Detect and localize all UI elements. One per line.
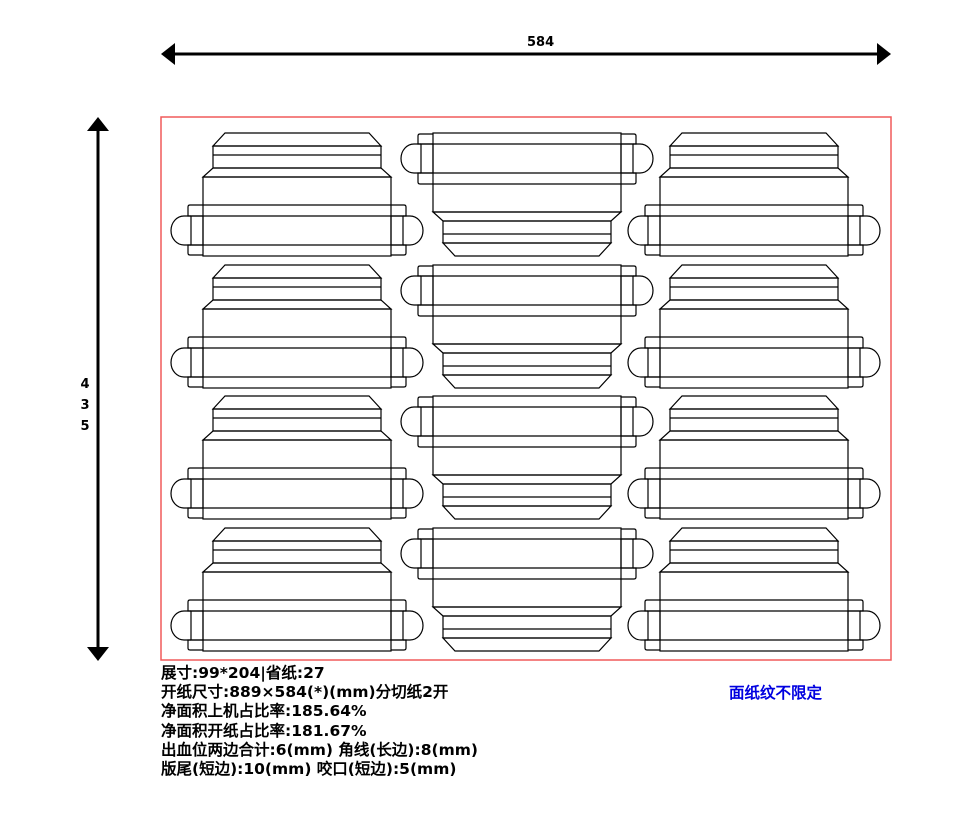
info-line-tail: 版尾(短边):10(mm) 咬口(短边):5(mm) xyxy=(161,760,457,779)
box-die-line xyxy=(170,264,424,389)
height-dimension-arrow xyxy=(87,117,109,661)
box-die-line xyxy=(627,264,881,389)
box-die-line xyxy=(400,527,654,652)
box-die-line xyxy=(170,132,424,257)
sheet-border xyxy=(160,116,892,661)
info-line-press-ratio: 净面积上机占比率:185.64% xyxy=(161,702,367,721)
width-label: 584 xyxy=(527,35,555,50)
width-dimension-arrow xyxy=(161,43,891,65)
box-die-line xyxy=(627,395,881,520)
grain-note: 面纸纹不限定 xyxy=(729,684,823,702)
box-die-line xyxy=(170,395,424,520)
box-die-line xyxy=(400,264,654,389)
box-die-line xyxy=(400,395,654,520)
height-digit: 5 xyxy=(80,419,90,434)
box-die-line xyxy=(627,132,881,257)
info-line-bleed: 出血位两边合计:6(mm) 角线(长边):8(mm) xyxy=(161,740,478,759)
box-die-line xyxy=(170,527,424,652)
height-label: 4 3 5 xyxy=(80,374,90,437)
info-line-sheet-ratio: 净面积开纸占比率:181.67% xyxy=(161,721,367,740)
layout-info: 展寸:99*204|省纸:27 开纸尺寸:889×584(*)(mm)分切纸2开… xyxy=(161,664,478,779)
box-die-line xyxy=(400,132,654,257)
info-line-size: 展寸:99*204|省纸:27 xyxy=(161,664,325,682)
box-die-line xyxy=(627,527,881,652)
height-digit: 3 xyxy=(80,398,90,413)
info-line-sheet: 开纸尺寸:889×584(*)(mm)分切纸2开 xyxy=(161,683,449,702)
height-digit: 4 xyxy=(80,377,90,392)
